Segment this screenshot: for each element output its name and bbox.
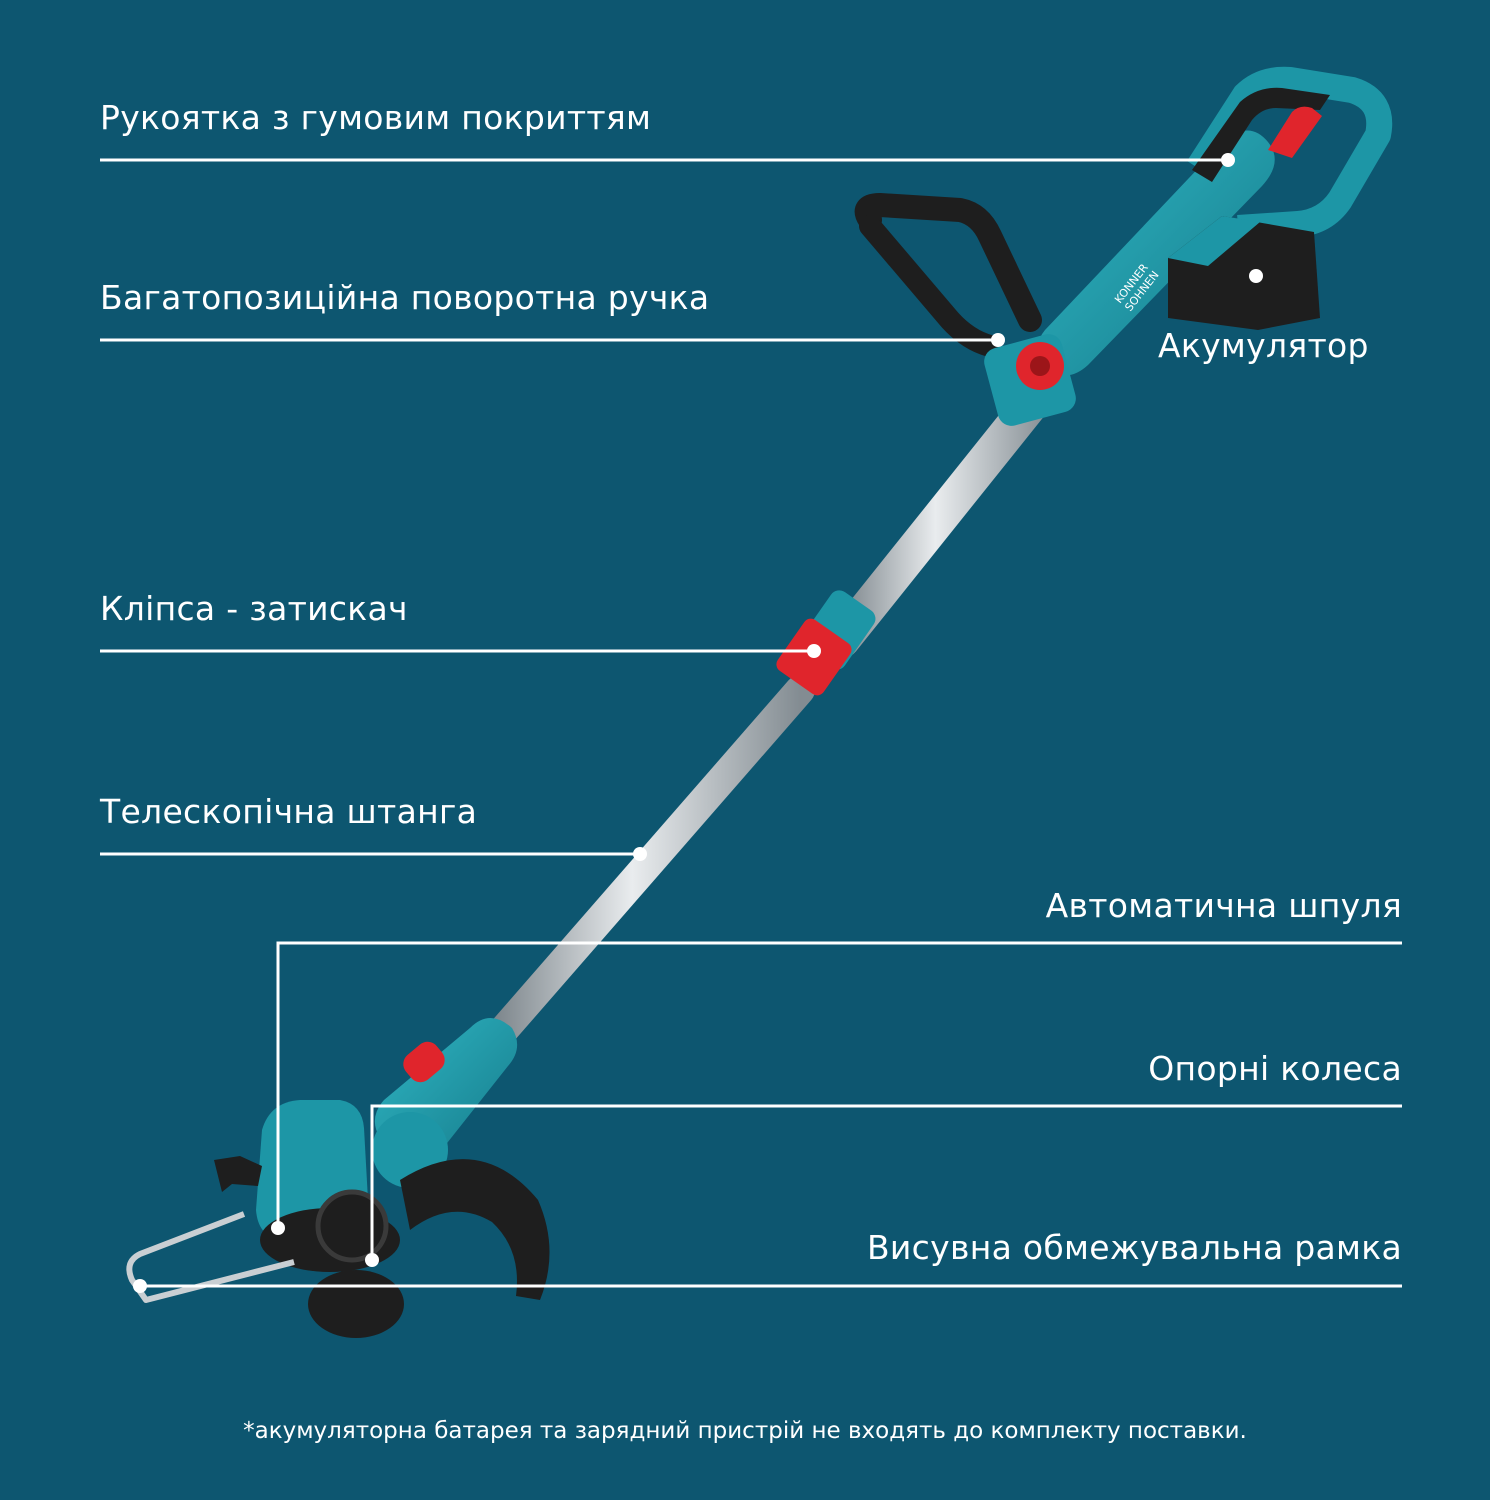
auxiliary-handle (854, 193, 1042, 332)
wheels-callout-line (370, 1104, 1402, 1260)
rotary-knob-center (1030, 356, 1050, 376)
label-spool: Автоматична шпуля (1045, 886, 1402, 925)
limit-frame-wire (126, 1211, 295, 1303)
frame-dot (133, 1279, 147, 1293)
label-frame: Висувна обмежувальна рамка (866, 1228, 1402, 1267)
grass-guard (400, 1159, 550, 1300)
pole-dot (633, 847, 647, 861)
grip-dot (1221, 153, 1235, 167)
support-wheel-2 (308, 1270, 404, 1338)
deflector-clip (214, 1156, 262, 1192)
label-pole: Телескопічна штанга (100, 792, 478, 831)
battery-dot (1249, 269, 1263, 283)
trimmer-illustration: KONNER SOHNEN (126, 66, 1393, 1338)
label-clip: Кліпса - затискач (100, 589, 408, 628)
lower-red-button (403, 1041, 445, 1083)
callouts (100, 158, 1402, 1288)
spool-dot (271, 1221, 285, 1235)
footnote: *акумуляторна батарея та зарядний пристр… (243, 1418, 1247, 1444)
callout-dots (133, 153, 1263, 1293)
label-grip: Рукоятка з гумовим покриттям (100, 98, 652, 137)
label-handle: Багатопозиційна поворотна ручка (100, 278, 710, 317)
handle-dot (991, 333, 1005, 347)
spool-callout-line (276, 941, 1402, 1228)
clip-dot (807, 644, 821, 658)
trigger-red (1268, 106, 1322, 158)
top-handle-loop (1187, 66, 1393, 241)
support-wheel-1 (315, 1189, 389, 1263)
wheels-dot (365, 1253, 379, 1267)
label-battery: Акумулятор (1158, 326, 1369, 365)
telescopic-pole-lower (480, 675, 815, 1055)
battery-pack (1168, 216, 1320, 330)
main-body-tube (1038, 130, 1275, 376)
label-wheels: Опорні колеса (1148, 1049, 1402, 1088)
auxiliary-handle-arm (859, 215, 1001, 357)
